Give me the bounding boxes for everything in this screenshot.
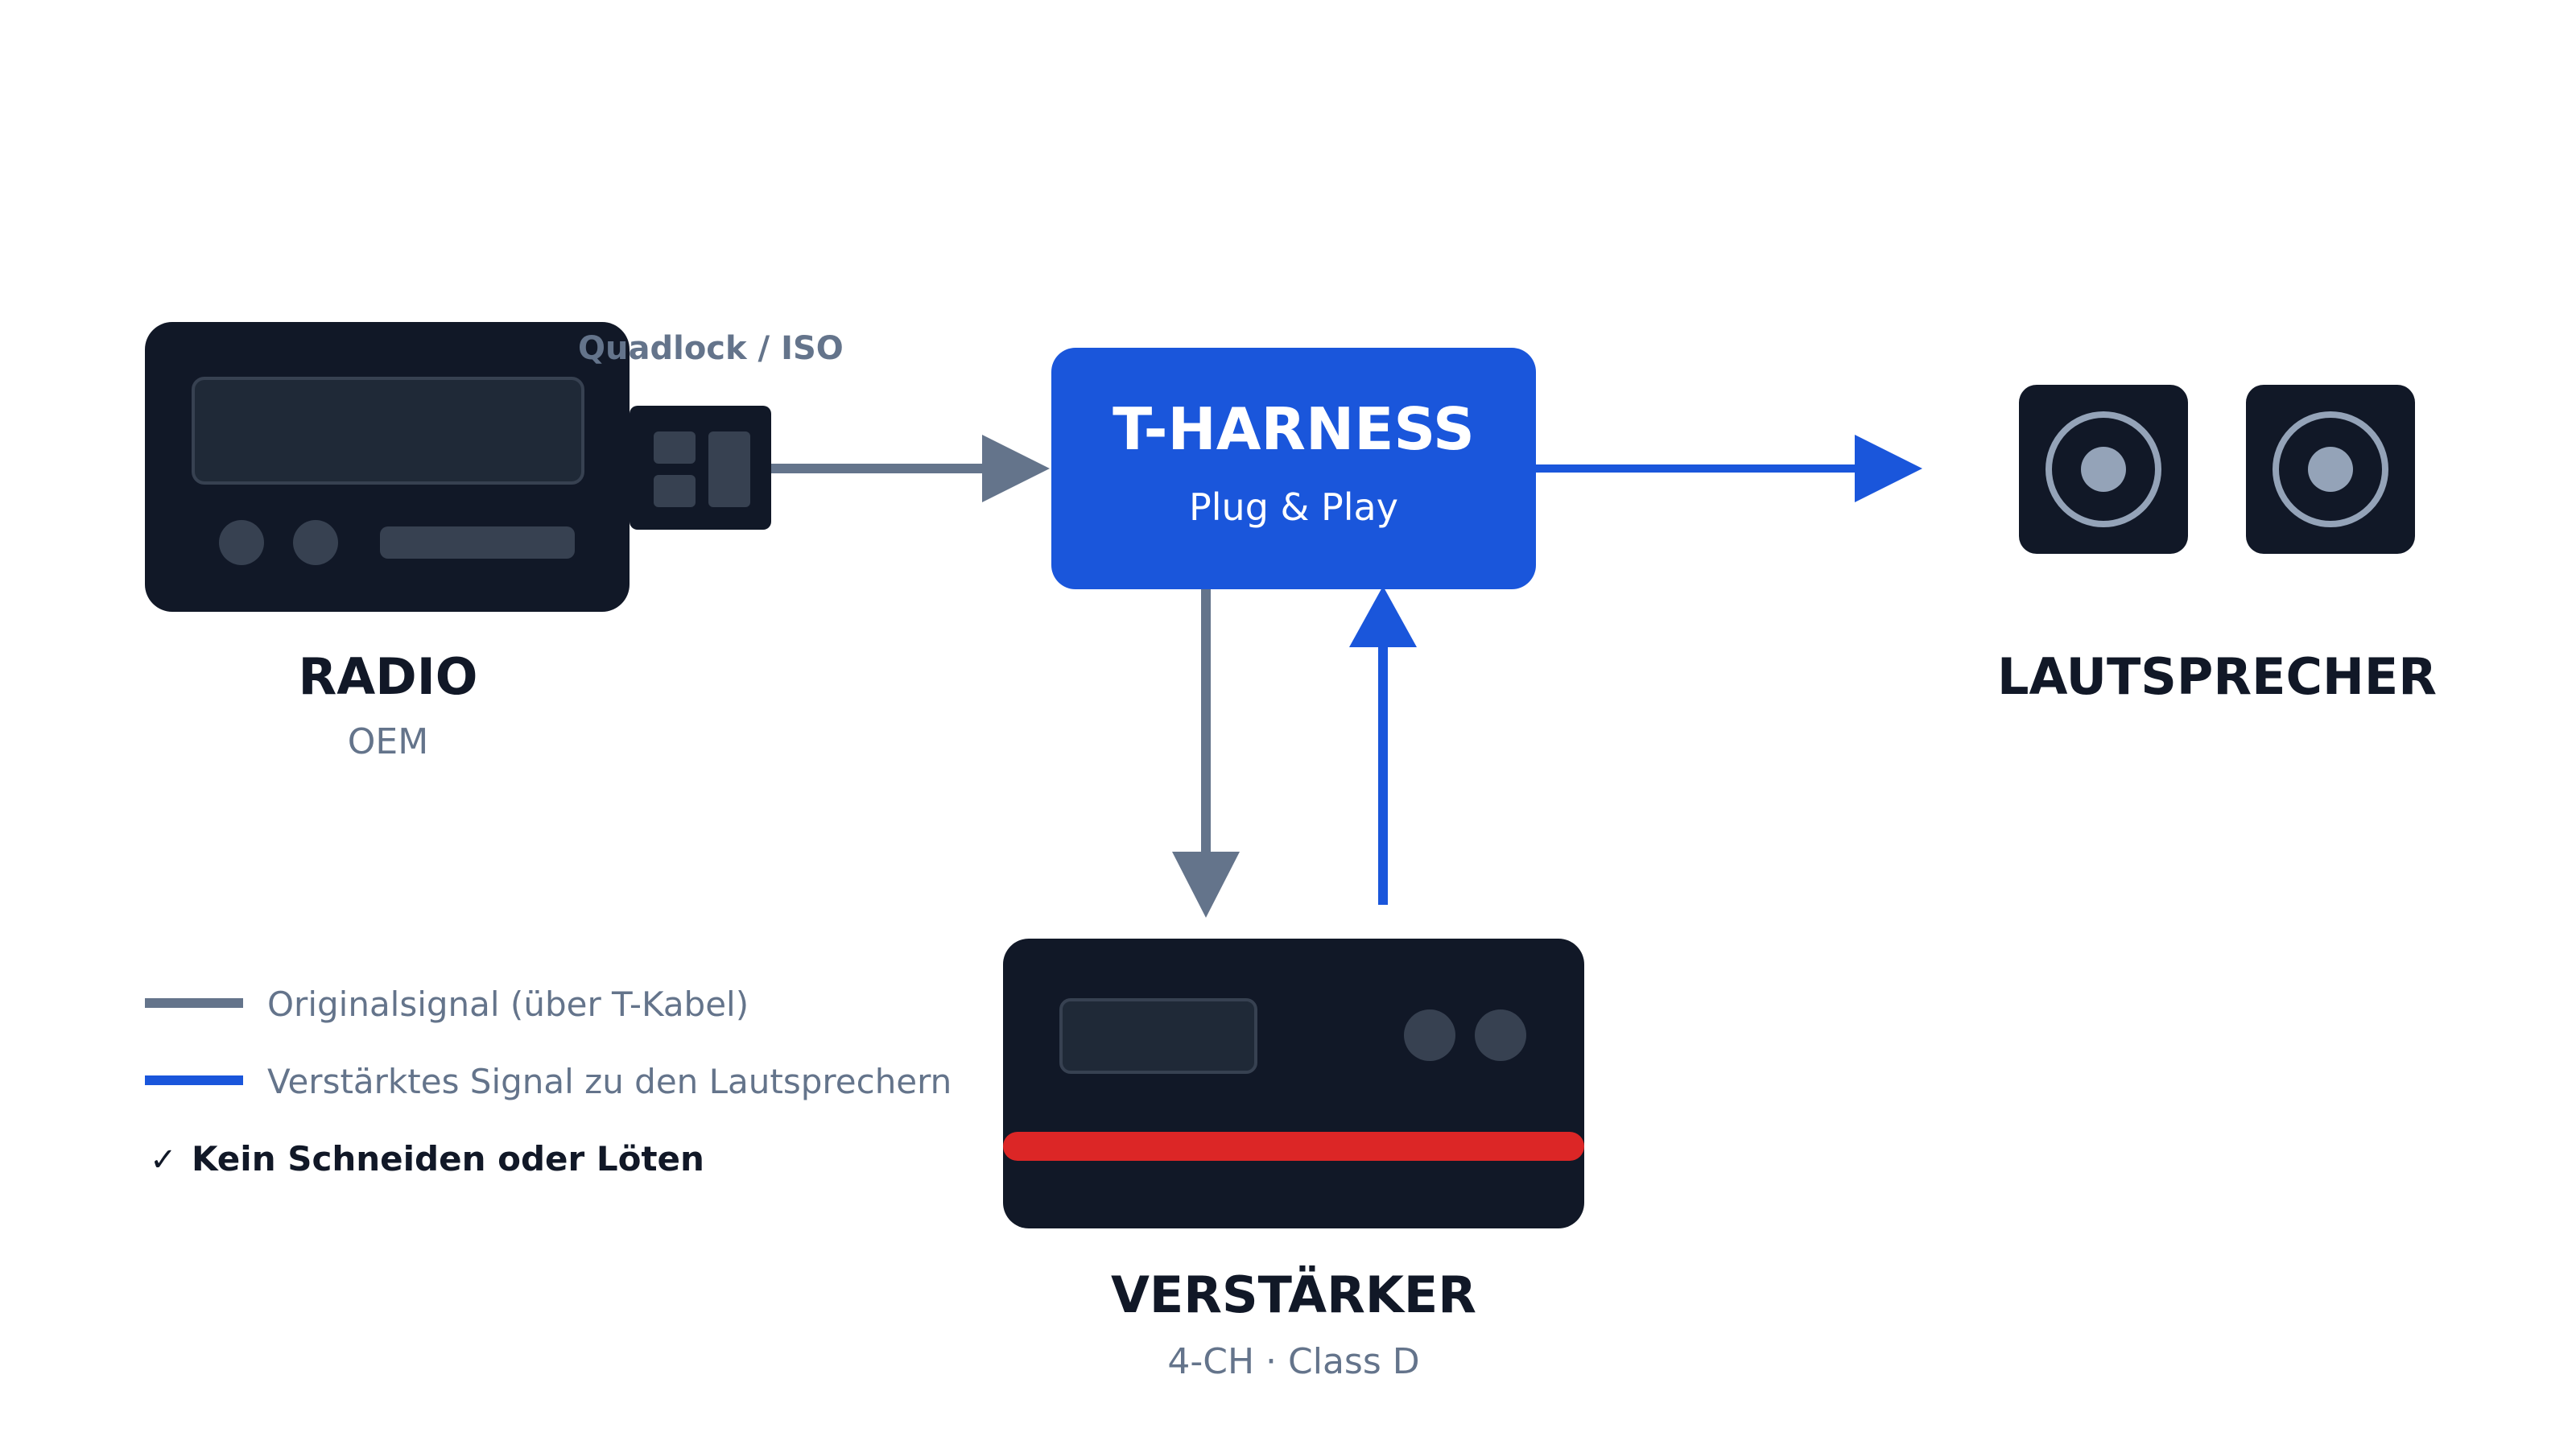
radio-knob-left <box>219 520 264 565</box>
radio-display <box>192 377 584 485</box>
speakers-title: LAUTSPRECHER <box>1997 647 2437 706</box>
legend: Originalsignal (über T-Kabel) Verstärkte… <box>145 985 952 1179</box>
amplifier-device <box>1003 939 1584 1228</box>
amplifier-subtitle: 4-CH · Class D <box>1167 1341 1419 1382</box>
t-harness-box <box>1051 348 1536 589</box>
quadlock-connector-icon <box>630 406 771 530</box>
checkmark-icon: ✓ <box>150 1141 177 1179</box>
radio-subtitle: OEM <box>348 721 428 762</box>
radio-knob-right <box>293 520 338 565</box>
radio-device <box>145 322 630 612</box>
amplifier-red-stripe <box>1003 1132 1584 1161</box>
radio-slot <box>380 526 575 559</box>
speaker-icon <box>2246 385 2415 554</box>
amplifier-knob-right <box>1475 1009 1526 1061</box>
legend-original-label: Originalsignal (über T-Kabel) <box>267 985 749 1024</box>
arrow-amplifier-to-harness <box>1349 586 1417 905</box>
amplifier-display <box>1059 998 1257 1074</box>
amplifier-knob-left <box>1404 1009 1455 1061</box>
radio-title: RADIO <box>299 647 478 706</box>
speaker-icon <box>2019 385 2188 554</box>
arrow-harness-to-amplifier <box>1172 589 1240 918</box>
arrow-radio-to-harness <box>771 435 1050 502</box>
harness-subtitle: Plug & Play <box>1189 485 1398 529</box>
arrow-harness-to-speakers <box>1536 435 1922 502</box>
legend-note: Kein Schneiden oder Löten <box>192 1139 704 1179</box>
connector-label: Quadlock / ISO <box>578 330 844 367</box>
amplifier-body <box>1003 939 1584 1228</box>
amplifier-title: VERSTÄRKER <box>1111 1265 1476 1324</box>
harness-title: T-HARNESS <box>1113 395 1475 463</box>
legend-amplified-label: Verstärktes Signal zu den Lautsprechern <box>267 1062 952 1101</box>
